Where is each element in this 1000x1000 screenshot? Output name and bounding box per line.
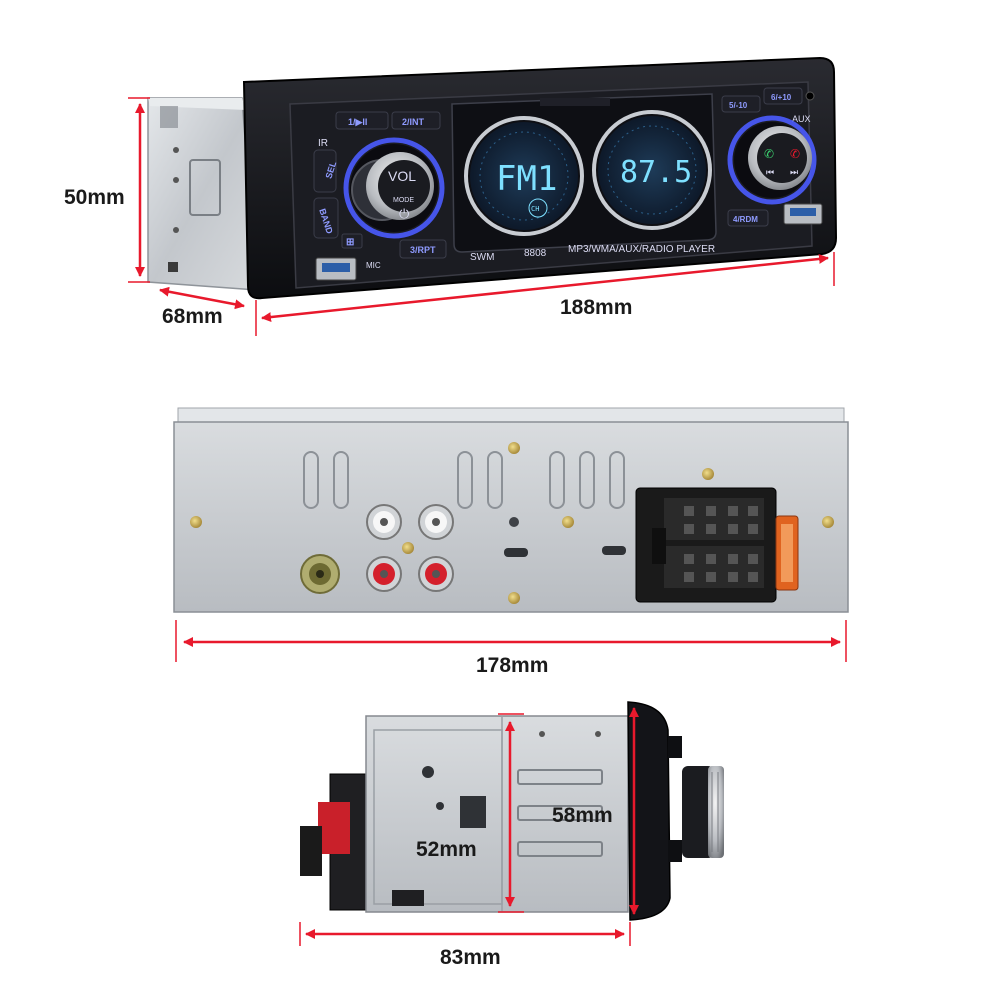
button-4-label: 4/RDM bbox=[733, 215, 758, 224]
phone-control-knob[interactable]: ✆ ✆ ⏮ ⏭ bbox=[727, 115, 817, 205]
rear-view: 178mm bbox=[173, 407, 849, 677]
ir-label: IR bbox=[318, 138, 328, 149]
depth-label: 68mm bbox=[162, 305, 223, 328]
rear-dimension-lines: 178mm bbox=[175, 620, 847, 677]
volume-knob[interactable]: VOL MODE ⏻ bbox=[343, 137, 445, 239]
rca-red-right[interactable] bbox=[418, 556, 454, 592]
mic-label: MIC bbox=[366, 261, 381, 270]
front-chassis bbox=[147, 97, 257, 291]
model-label: 8808 bbox=[524, 248, 547, 259]
button-5-label: 5/-10 bbox=[729, 101, 748, 110]
center-display-panel: FM1 CH 87.5 SWM 8808 MP3/WMA/AUX/RADIO P… bbox=[451, 93, 717, 263]
side-knob bbox=[682, 766, 724, 858]
screw bbox=[822, 516, 834, 528]
side-tab bbox=[392, 890, 424, 906]
battery-indicator bbox=[341, 233, 363, 249]
mounting-hole bbox=[509, 517, 519, 527]
button-2-label: 2/INT bbox=[402, 117, 425, 127]
button-3-label: 3/RPT bbox=[410, 245, 436, 255]
ventilation-slots bbox=[303, 451, 625, 509]
left-control-panel: 1/▶II 2/INT IR SEL BAND ⊞ 3/RPT MIC bbox=[313, 111, 447, 281]
rear-width-label: 178mm bbox=[476, 654, 548, 677]
connector-side bbox=[300, 826, 322, 876]
mounting-slot bbox=[504, 548, 528, 557]
power-icon: ⏻ bbox=[399, 206, 409, 221]
fuse[interactable] bbox=[775, 515, 799, 591]
mounting-slot bbox=[602, 546, 626, 555]
screw bbox=[402, 542, 414, 554]
side-square-hole bbox=[460, 796, 486, 828]
screw bbox=[562, 516, 574, 528]
prev-track-icon: ⏮ bbox=[766, 168, 774, 178]
rca-connectors bbox=[366, 504, 454, 592]
outer-height-label: 58mm bbox=[552, 804, 613, 827]
button-1-label: 1/▶II bbox=[348, 117, 367, 127]
side-dimension-lines: 52mm 58mm 83mm bbox=[299, 707, 639, 969]
aux-label: AUX bbox=[792, 114, 811, 124]
screws bbox=[190, 442, 834, 604]
lcd-ch-badge: CH bbox=[531, 205, 539, 213]
side-depth-label: 83mm bbox=[440, 946, 501, 969]
screw bbox=[190, 516, 202, 528]
subtitle-label: MP3/WMA/AUX/RADIO PLAYER bbox=[568, 244, 715, 255]
inner-height-label: 52mm bbox=[416, 838, 477, 861]
depth-arrow bbox=[159, 286, 245, 310]
mode-label: MODE bbox=[393, 197, 414, 204]
button-band[interactable] bbox=[313, 197, 339, 239]
call-hangup-icon: ✆ bbox=[790, 147, 800, 161]
lcd-band-text: FM1 bbox=[496, 159, 557, 199]
rca-red-left[interactable] bbox=[366, 556, 402, 592]
front-dimension-lines: 50mm 68mm 188mm bbox=[64, 97, 835, 336]
side-view: 52mm 58mm 83mm bbox=[299, 701, 724, 969]
button-6-plus10[interactable] bbox=[763, 87, 803, 105]
button-4-rdm[interactable] bbox=[727, 209, 769, 227]
front-view: 1/▶II 2/INT IR SEL BAND ⊞ 3/RPT MIC bbox=[64, 56, 838, 336]
next-track-icon: ⏭ bbox=[790, 168, 798, 178]
right-control-panel: 5/-10 6/+10 AUX ✆ ✆ ⏮ ⏭ 4/RDM bbox=[721, 87, 823, 227]
screw bbox=[702, 468, 714, 480]
width-arrow bbox=[261, 253, 829, 323]
right-lcd-display: 87.5 bbox=[592, 110, 712, 230]
button-5-minus10[interactable] bbox=[721, 95, 761, 113]
side-hole bbox=[422, 766, 434, 778]
rca-white-right[interactable] bbox=[418, 504, 454, 540]
side-chassis bbox=[365, 715, 629, 913]
screw bbox=[508, 442, 520, 454]
faceplate: 1/▶II 2/INT IR SEL BAND ⊞ 3/RPT MIC bbox=[242, 56, 838, 300]
left-lcd-display: FM1 CH bbox=[464, 116, 584, 236]
button-6-label: 6/+10 bbox=[771, 93, 792, 102]
screw bbox=[508, 592, 520, 604]
brand-label: SWM bbox=[470, 252, 494, 263]
rca-white-left[interactable] bbox=[366, 504, 402, 540]
aux-jack[interactable] bbox=[805, 91, 815, 101]
height-label: 50mm bbox=[64, 186, 125, 209]
antenna-socket[interactable] bbox=[300, 554, 340, 594]
button-2-int[interactable] bbox=[391, 111, 441, 130]
button-sel[interactable] bbox=[313, 149, 337, 193]
call-answer-icon: ✆ bbox=[764, 147, 774, 161]
fuse-side bbox=[318, 802, 350, 854]
side-hole bbox=[436, 802, 444, 810]
button-1-play-pause[interactable] bbox=[335, 111, 389, 130]
lcd-frequency-text: 87.5 bbox=[620, 155, 692, 190]
iso-harness-connector[interactable] bbox=[635, 487, 777, 603]
vol-label: VOL bbox=[388, 168, 416, 184]
battery-icon: ⊞ bbox=[346, 237, 354, 248]
width-label: 188mm bbox=[560, 296, 632, 319]
